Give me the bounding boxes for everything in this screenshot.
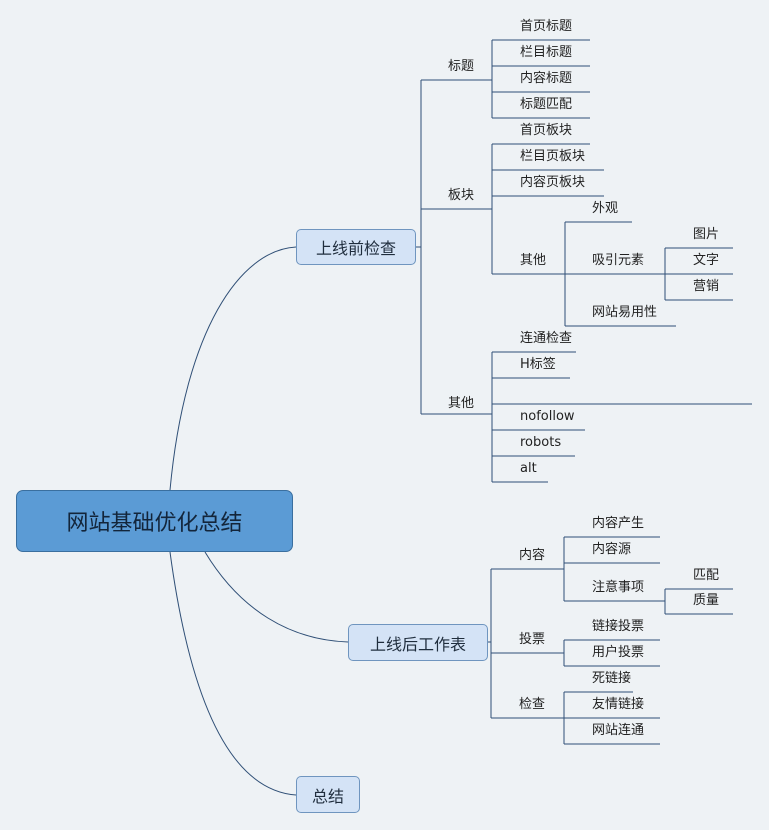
item-content-block[interactable]: 内容页板块 bbox=[520, 175, 586, 190]
item-robots[interactable]: robots bbox=[520, 435, 562, 450]
subtopic-block[interactable]: 板块 bbox=[448, 188, 475, 203]
item-attract-elements[interactable]: 吸引元素 bbox=[592, 253, 645, 268]
item-image[interactable]: 图片 bbox=[693, 227, 720, 242]
item-match[interactable]: 匹配 bbox=[693, 568, 720, 583]
connector-check bbox=[517, 691, 660, 745]
item-appearance[interactable]: 外观 bbox=[592, 201, 619, 216]
item-content-production[interactable]: 内容产生 bbox=[592, 516, 645, 531]
item-column-title[interactable]: 栏目标题 bbox=[520, 45, 573, 60]
item-home-block[interactable]: 首页板块 bbox=[520, 123, 573, 138]
connector-post-trunk bbox=[488, 568, 517, 719]
item-dead-links[interactable]: 死链接 bbox=[592, 671, 632, 686]
subtopic-other[interactable]: 其他 bbox=[448, 396, 475, 411]
subtopic-block-other[interactable]: 其他 bbox=[520, 253, 547, 268]
topic-summary[interactable]: 总结 bbox=[296, 776, 360, 813]
item-column-block[interactable]: 栏目页板块 bbox=[520, 149, 586, 164]
item-notes[interactable]: 注意事项 bbox=[592, 580, 645, 595]
item-home-title[interactable]: 首页标题 bbox=[520, 19, 573, 34]
subtopic-content[interactable]: 内容 bbox=[519, 548, 546, 563]
connector-pre-trunk bbox=[416, 79, 446, 415]
item-link-vote[interactable]: 链接投票 bbox=[592, 619, 645, 634]
item-usability[interactable]: 网站易用性 bbox=[592, 305, 658, 320]
connector-root-post bbox=[204, 551, 349, 643]
item-h-tag[interactable]: H标签 bbox=[520, 357, 556, 372]
connector-root-pre bbox=[169, 246, 297, 491]
subtopic-vote[interactable]: 投票 bbox=[519, 632, 546, 647]
connector-root-summary bbox=[169, 551, 297, 796]
topic-pre-launch-check[interactable]: 上线前检查 bbox=[296, 229, 416, 265]
connector-notes bbox=[664, 588, 733, 615]
item-friend-links[interactable]: 友情链接 bbox=[592, 697, 645, 712]
subtopic-title[interactable]: 标题 bbox=[448, 59, 475, 74]
item-user-vote[interactable]: 用户投票 bbox=[592, 645, 645, 660]
subtopic-check[interactable]: 检查 bbox=[519, 697, 546, 712]
item-site-connectivity[interactable]: 网站连通 bbox=[592, 723, 645, 738]
root-topic[interactable]: 网站基础优化总结 bbox=[16, 490, 293, 552]
item-connectivity-check[interactable]: 连通检查 bbox=[520, 331, 573, 346]
item-alt[interactable]: alt bbox=[520, 461, 537, 476]
item-marketing[interactable]: 营销 bbox=[693, 279, 720, 294]
item-text[interactable]: 文字 bbox=[693, 253, 720, 268]
connector-other-branch bbox=[446, 351, 752, 483]
item-title-match[interactable]: 标题匹配 bbox=[520, 97, 573, 112]
connector-attract bbox=[664, 247, 733, 301]
connector-title-branch bbox=[446, 39, 590, 119]
connector-block-other bbox=[564, 221, 676, 327]
item-content-title[interactable]: 内容标题 bbox=[520, 71, 573, 86]
item-nofollow[interactable]: nofollow bbox=[520, 409, 575, 424]
connector-vote bbox=[517, 639, 660, 667]
item-quality[interactable]: 质量 bbox=[693, 593, 720, 608]
item-content-source[interactable]: 内容源 bbox=[592, 542, 632, 557]
topic-post-launch-worklist[interactable]: 上线后工作表 bbox=[348, 624, 488, 661]
connector-block-branch bbox=[446, 143, 604, 275]
connector-content bbox=[517, 536, 665, 602]
